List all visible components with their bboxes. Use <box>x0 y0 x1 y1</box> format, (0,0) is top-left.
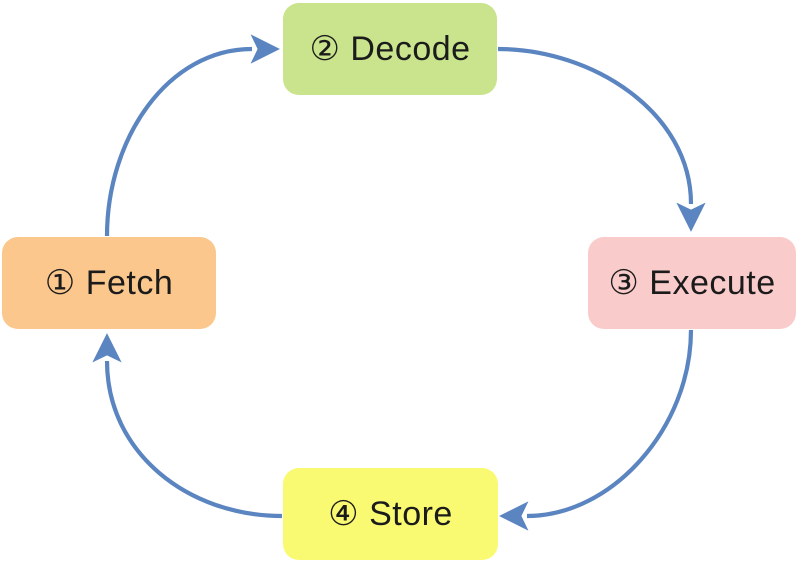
node-store-label: ④ Store <box>328 495 453 533</box>
edge-store-to-fetch <box>92 333 283 519</box>
node-decode: ② Decode <box>283 3 497 95</box>
node-execute-label: ③ Execute <box>608 264 776 302</box>
edge-fetch-to-decode <box>104 34 280 237</box>
node-fetch: ① Fetch <box>2 237 216 329</box>
edge-decode-to-execute <box>497 46 706 232</box>
edge-execute-to-store <box>499 329 694 531</box>
node-decode-label: ② Decode <box>309 30 471 68</box>
node-execute: ③ Execute <box>588 237 796 329</box>
node-fetch-label: ① Fetch <box>44 264 174 302</box>
node-store: ④ Store <box>283 468 498 560</box>
